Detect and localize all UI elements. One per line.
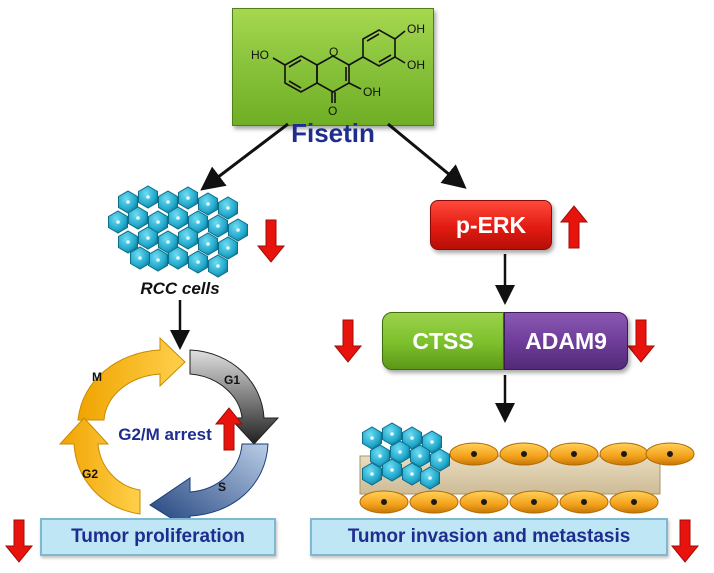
cell-nucleus — [196, 260, 200, 264]
cell-nucleus — [418, 454, 422, 458]
cell-nucleus — [378, 454, 382, 458]
endothelial-nucleus — [521, 451, 527, 457]
tumor-invasion-box: Tumor invasion and metastasis — [310, 518, 668, 556]
atom-ketone-o: O — [328, 104, 337, 118]
cell-nucleus — [146, 236, 150, 240]
perk-box: p-ERK — [430, 200, 552, 250]
phase-m-arrow — [77, 336, 186, 421]
arrow-down-adam9 — [626, 319, 656, 363]
arrow-down-rcc-cells — [256, 219, 286, 263]
cell-cycle-ring — [58, 336, 280, 531]
endothelial-nucleus — [581, 499, 587, 505]
tumor-proliferation-box: Tumor proliferation — [40, 518, 276, 556]
endothelial-nucleus — [571, 451, 577, 457]
arrow-down-invasion — [670, 519, 700, 563]
cell-nucleus — [430, 440, 434, 444]
cell-nucleus — [428, 476, 432, 480]
cell-nucleus — [166, 240, 170, 244]
cell-nucleus — [156, 258, 160, 262]
endothelial-nucleus — [531, 499, 537, 505]
endothelial-nucleus — [471, 451, 477, 457]
rcc-cells-label: RCC cells — [140, 279, 220, 298]
arrow-down-proliferation — [4, 519, 34, 563]
arrow-up-g2m-arrest — [214, 407, 244, 451]
arrow-fisetin-to-perk — [387, 122, 467, 189]
cell-nucleus — [410, 436, 414, 440]
cell-nucleus — [176, 256, 180, 260]
cell-nucleus — [156, 220, 160, 224]
endothelial-nucleus — [621, 451, 627, 457]
atom-ring-o: O — [329, 45, 338, 59]
invading-cell-cluster — [362, 422, 450, 490]
cell-nucleus — [390, 432, 394, 436]
cell-nucleus — [216, 264, 220, 268]
cell-nucleus — [136, 216, 140, 220]
endothelial-nucleus — [481, 499, 487, 505]
cell-nucleus — [176, 216, 180, 220]
fisetin-structure-box: HO OH OH O OH O — [232, 8, 434, 126]
cell-nucleus — [398, 450, 402, 454]
g2m-arrest-label: G2/M arrest — [118, 425, 212, 444]
fisetin-molecule-drawing: HO OH OH O OH O — [251, 22, 425, 118]
arrow-up-perk — [559, 205, 589, 249]
endothelial-cells-top — [449, 442, 695, 466]
endothelial-nucleus — [667, 451, 673, 457]
endothelial-nucleus — [631, 499, 637, 505]
atom-oh-top1: OH — [407, 22, 425, 36]
phase-g2-arrow — [58, 417, 141, 515]
arrow-fisetin-to-cells — [200, 122, 289, 191]
phase-g1-arrow — [189, 349, 280, 445]
cell-nucleus — [226, 246, 230, 250]
cell-nucleus — [216, 224, 220, 228]
phase-label-g1: G1 — [224, 373, 241, 387]
phase-label-s: S — [218, 480, 227, 494]
endothelial-nucleus — [431, 499, 437, 505]
cell-nucleus — [370, 472, 374, 476]
cell-nucleus — [370, 436, 374, 440]
drug-name: Fisetin — [291, 118, 375, 148]
cell-nucleus — [126, 200, 130, 204]
cell-nucleus — [226, 206, 230, 210]
adam9-box: ADAM9 — [504, 312, 628, 370]
atom-oh-top2: OH — [407, 58, 425, 72]
cell-nucleus — [236, 228, 240, 232]
cell-nucleus — [196, 220, 200, 224]
phase-label-m: M — [92, 370, 102, 384]
cell-nucleus — [410, 472, 414, 476]
ctss-box: CTSS — [382, 312, 504, 370]
cell-nucleus — [206, 242, 210, 246]
phase-label-g2: G2 — [82, 467, 99, 481]
endothelial-cells-bottom — [359, 490, 659, 514]
cell-nucleus — [138, 256, 142, 260]
rcc-cell-cluster — [108, 185, 248, 278]
cell-nucleus — [166, 200, 170, 204]
cell-nucleus — [116, 220, 120, 224]
cell-nucleus — [390, 468, 394, 472]
atom-oh-right: OH — [363, 85, 381, 99]
atom-oh-left: HO — [251, 48, 269, 62]
cell-nucleus — [146, 195, 150, 199]
phase-s-arrow — [149, 443, 269, 531]
arrow-down-ctss — [333, 319, 363, 363]
endothelial-nucleus — [381, 499, 387, 505]
cell-nucleus — [438, 458, 442, 462]
invasion-scene — [359, 422, 695, 514]
cell-nucleus — [186, 236, 190, 240]
cell-nucleus — [206, 202, 210, 206]
cell-nucleus — [126, 240, 130, 244]
cell-nucleus — [186, 196, 190, 200]
